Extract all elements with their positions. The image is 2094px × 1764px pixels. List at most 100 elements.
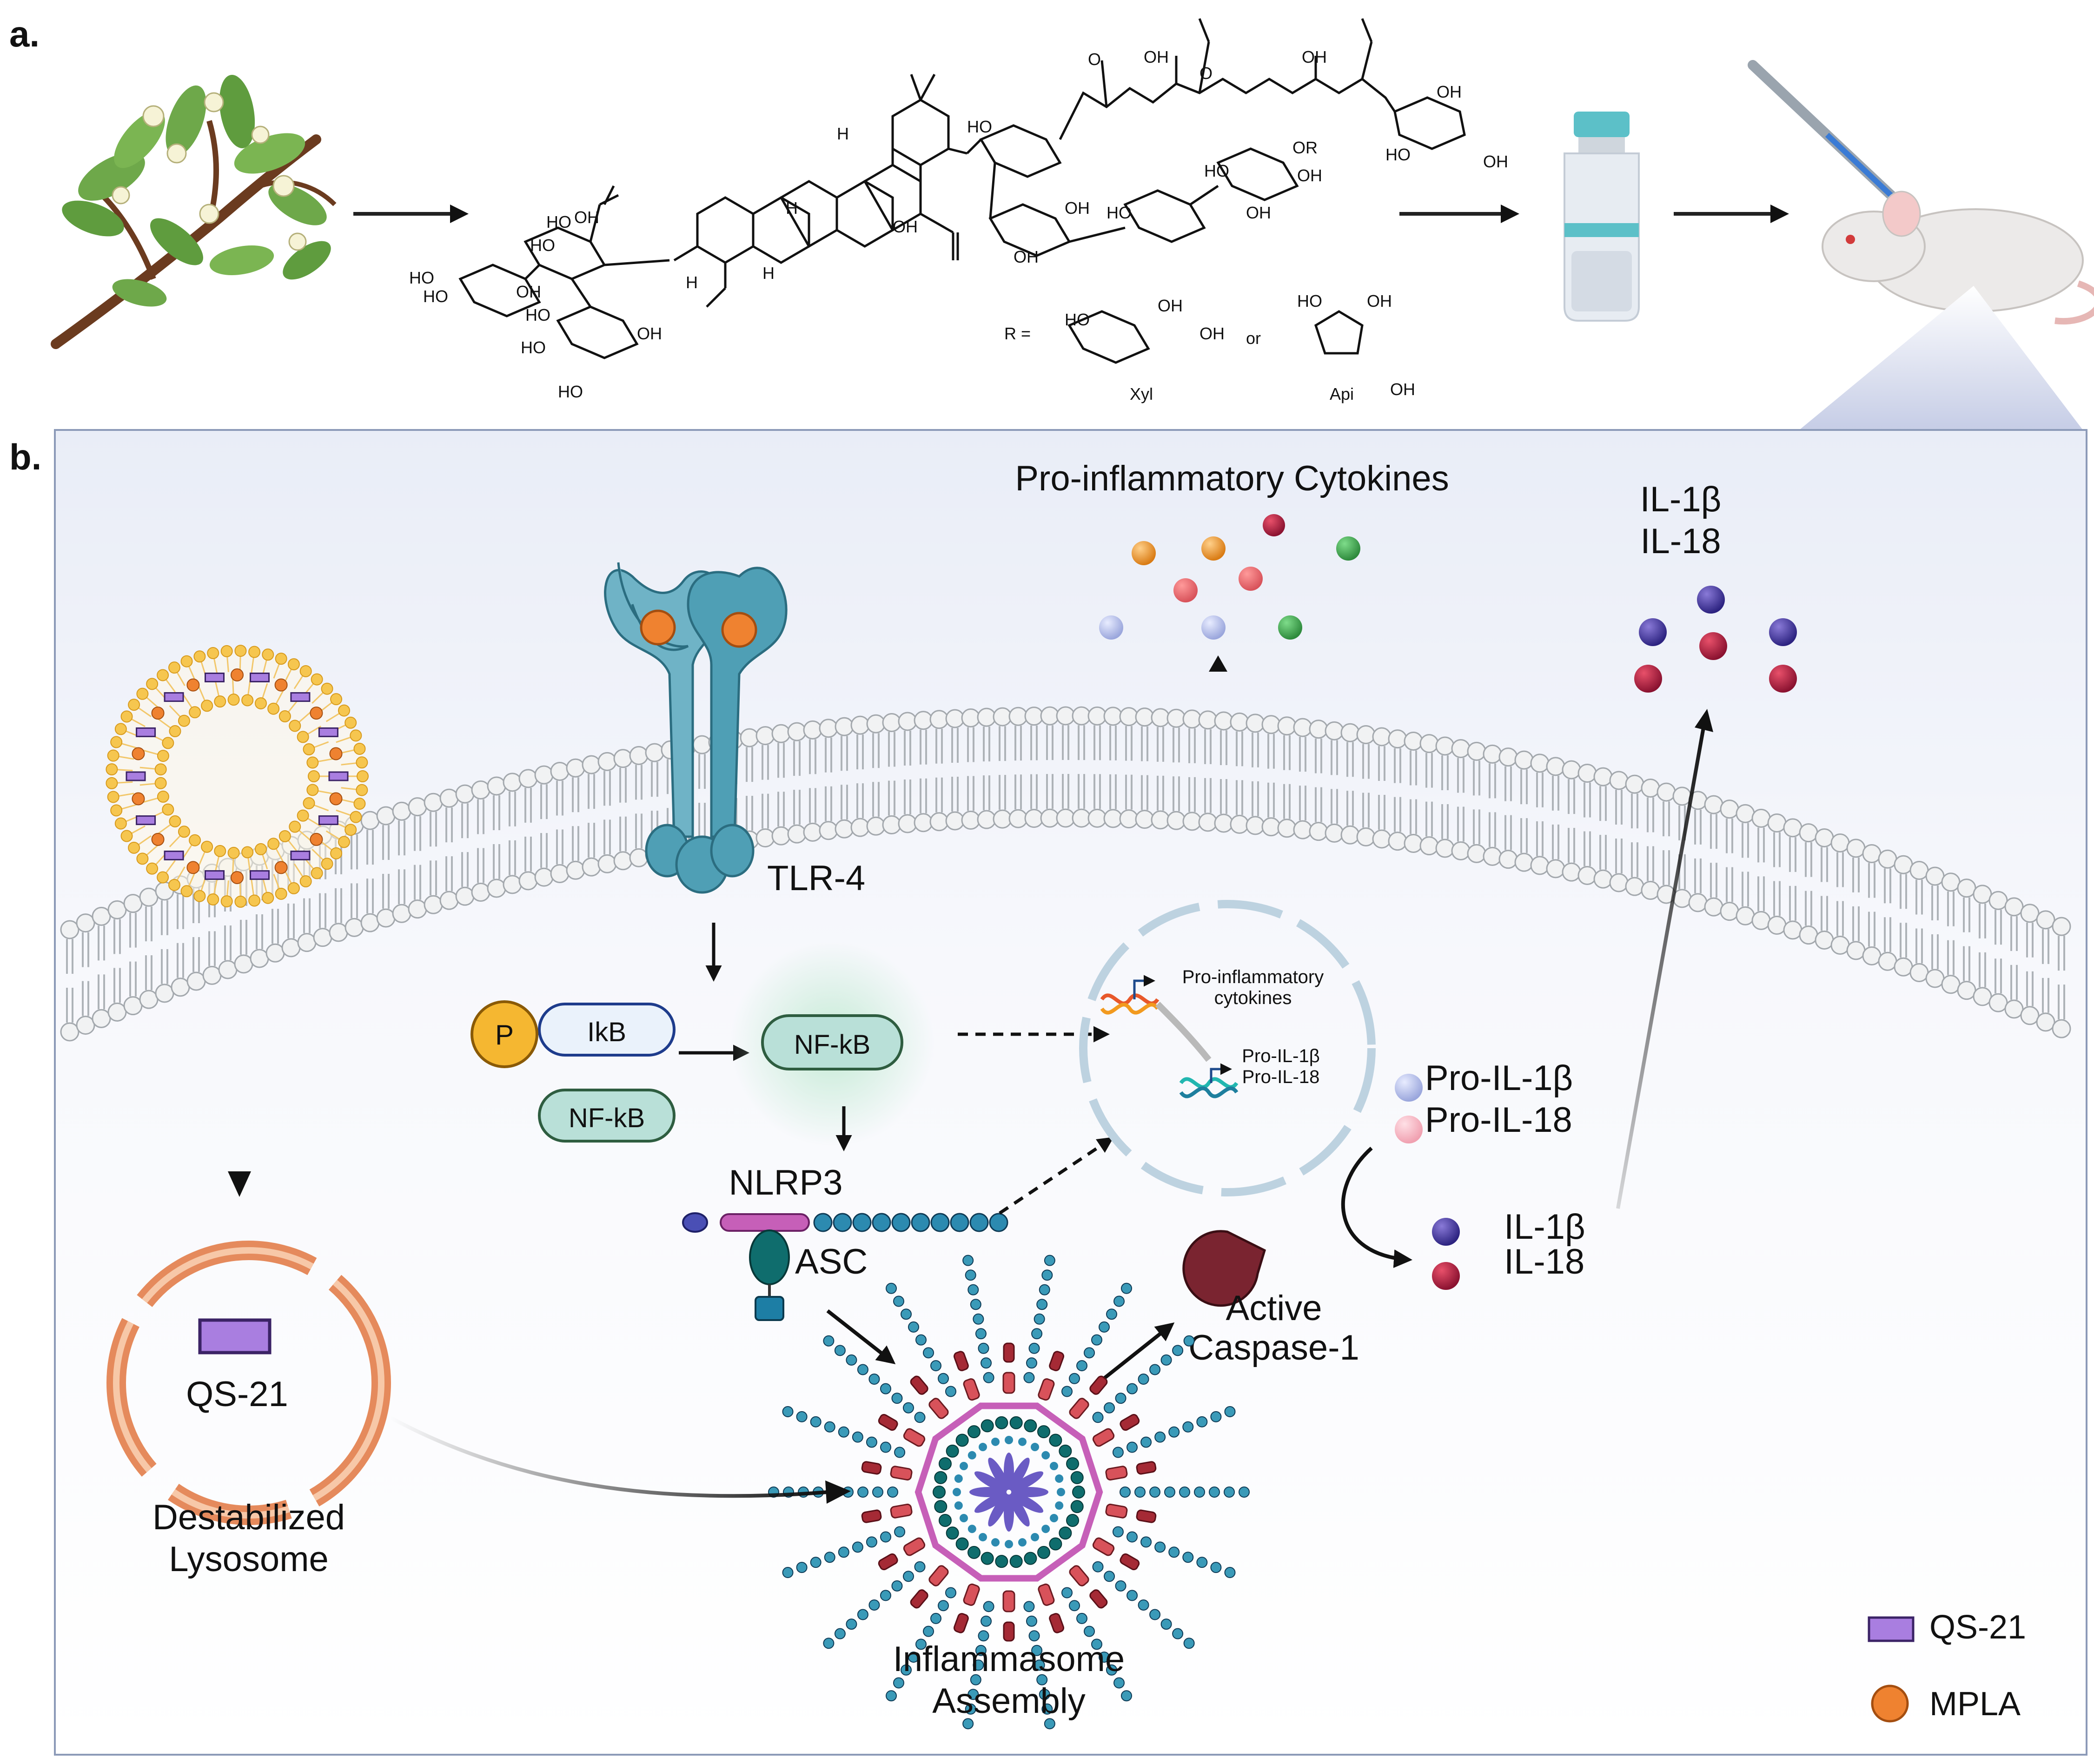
qs21-molecule xyxy=(136,727,156,737)
qs21-molecule xyxy=(198,1318,272,1354)
arrow-il-release xyxy=(1616,725,1706,1209)
chem-label-ho: HO xyxy=(1204,161,1229,180)
legend-mpla-label: MPLA xyxy=(1929,1685,2021,1723)
qs21-molecule xyxy=(164,692,184,702)
chem-label-oh: OH xyxy=(574,208,599,227)
lysosome-qs21-label: QS-21 xyxy=(186,1374,288,1414)
mpla-molecule xyxy=(186,861,200,874)
mpla-molecule xyxy=(329,747,343,760)
inflammasome-label-line2: Assembly xyxy=(932,1681,1085,1721)
nucleus xyxy=(1079,900,1376,1196)
panel-a: a. xyxy=(9,13,2094,403)
nlrp3-protein xyxy=(682,1212,1008,1233)
chem-label-oh: OH xyxy=(1437,82,1462,101)
chem-label-o: O xyxy=(1199,64,1213,83)
legend-qs21-swatch xyxy=(1868,1616,1915,1642)
arrow-asc-to-inflammasome xyxy=(826,1309,896,1364)
mpla-molecule xyxy=(310,832,323,846)
lysosome-label-line1: Destabilized xyxy=(152,1498,345,1537)
chem-label-oh: OH xyxy=(893,217,918,236)
caspase-label-line2: Caspase-1 xyxy=(1188,1328,1359,1368)
pro-il18-particle xyxy=(1395,1116,1423,1143)
destabilized-lysosome xyxy=(106,1241,391,1525)
inflammasome xyxy=(768,1255,1250,1730)
chem-label-h: H xyxy=(786,198,798,218)
chem-label-or: OR xyxy=(1292,138,1318,157)
qs21-molecule xyxy=(164,850,184,860)
chem-label-h: H xyxy=(762,264,775,283)
ikb-protein xyxy=(538,1003,676,1057)
nfkb-active xyxy=(761,1014,903,1070)
mpla-ligand xyxy=(640,609,676,646)
chem-label-oh: OH xyxy=(1144,47,1169,66)
mpla-molecule xyxy=(231,668,244,681)
chem-label-ho: HO xyxy=(409,268,434,287)
chem-label-oh: OH xyxy=(1390,380,1415,399)
il18-top-label: IL-18 xyxy=(1640,522,1721,561)
pro-il1b-particle xyxy=(1395,1074,1423,1102)
pro-il18-label: Pro-IL-18 xyxy=(1425,1100,1572,1140)
mpla-molecule xyxy=(274,861,288,874)
vaccine-vial-illustration xyxy=(1564,112,1640,322)
qs21-chemical-structure: HO OH HO HO HO OH HO HO OH HO H H H H OH… xyxy=(409,18,1508,403)
chem-label-oh: OH xyxy=(1302,47,1327,66)
nucleus-label-line1: Pro-inflammatory xyxy=(1182,967,1324,987)
mpla-molecule xyxy=(151,707,165,720)
mpla-molecule xyxy=(132,747,145,760)
qs21-molecule xyxy=(250,672,270,682)
arrow-lysosome-to-inflammasome xyxy=(390,1416,828,1498)
nucleus-pro-il18: Pro-IL-18 xyxy=(1242,1067,1320,1087)
chem-label-oh: OH xyxy=(1065,198,1090,218)
chem-label-oh: OH xyxy=(516,282,541,301)
il18-particle xyxy=(1432,1262,1460,1290)
asc-protein xyxy=(749,1229,790,1321)
chem-label-oh: OH xyxy=(1367,291,1392,311)
chem-label-oh: OH xyxy=(1014,247,1039,266)
nfkb-bound xyxy=(538,1089,676,1143)
panel-b-letter: b. xyxy=(9,436,41,477)
chem-label-r-eq: R = xyxy=(1004,324,1031,343)
chem-label-h: H xyxy=(686,273,698,292)
nlrp3-label: NLRP3 xyxy=(729,1163,843,1202)
phosphate-group xyxy=(470,1000,538,1068)
qs21-molecule xyxy=(290,692,311,702)
il1b-label: IL-1β xyxy=(1504,1207,1585,1247)
chem-label-oh: OH xyxy=(1158,296,1183,315)
mpla-molecule xyxy=(151,832,165,846)
il18-label: IL-18 xyxy=(1504,1242,1584,1282)
chem-label-oh: OH xyxy=(1246,203,1271,222)
chem-label-oh: OH xyxy=(1297,166,1322,185)
nucleus-label-line2: cytokines xyxy=(1214,988,1292,1008)
il-particles-top xyxy=(1634,586,1797,693)
plant-illustration xyxy=(51,74,337,349)
arrow-nlrp3-to-nucleus xyxy=(999,1137,1114,1215)
legend-qs21-label: QS-21 xyxy=(1929,1609,2026,1646)
panel-a-letter: a. xyxy=(9,13,40,54)
pro-il1b-label: Pro-IL-1β xyxy=(1425,1058,1573,1098)
ikb-nfkb-complex: NF-kB IkB P xyxy=(470,1000,676,1143)
caspase-label-line1: Active xyxy=(1226,1288,1322,1328)
legend: QS-21 MPLA xyxy=(1868,1609,2026,1723)
mpla-ligand xyxy=(721,612,757,648)
arrow-pro-il-to-il xyxy=(1341,1147,1412,1268)
chem-label-ho: HO xyxy=(1107,203,1132,222)
inflammasome-label-line1: Inflammasome xyxy=(893,1639,1125,1679)
chem-label-ho: HO xyxy=(558,382,583,401)
mpla-molecule xyxy=(132,792,145,806)
il1b-top-label: IL-1β xyxy=(1640,480,1722,519)
chem-label-ho: HO xyxy=(530,236,555,255)
nucleus-pro-il1b: Pro-IL-1β xyxy=(1242,1046,1320,1066)
tlr4-label: TLR-4 xyxy=(767,859,865,898)
qs21-molecule xyxy=(204,672,225,682)
chem-label-api: Api xyxy=(1330,384,1354,403)
chem-label-oh: OH xyxy=(1483,152,1508,171)
mouse-illustration xyxy=(1748,60,2094,325)
qs21-molecule xyxy=(250,870,270,880)
chem-label-oh: OH xyxy=(1199,324,1225,343)
chem-label-ho: HO xyxy=(1297,291,1322,311)
caspase1-icon xyxy=(1182,1230,1266,1307)
nfkb-active-label: NF-kB xyxy=(794,1030,870,1060)
mpla-molecule xyxy=(231,871,244,884)
cytokines-title: Pro-inflammatory Cytokines xyxy=(1015,459,1449,498)
cytokine-particles xyxy=(1099,514,1360,640)
